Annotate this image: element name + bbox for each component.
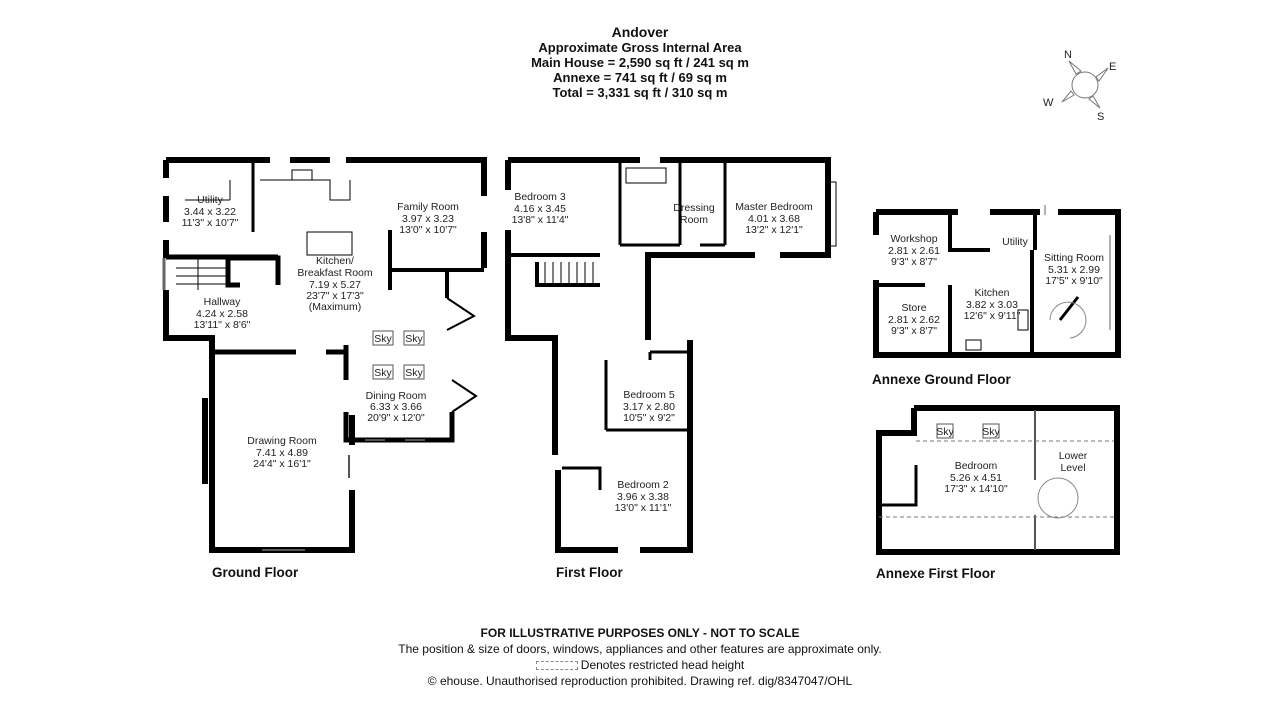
room-family-imperial: 13'0" x 10'7" <box>399 224 457 236</box>
room-workshop-metric: 2.81 x 2.61 <box>888 245 940 257</box>
room-kitchen-metric: 7.19 x 5.27 <box>309 279 361 291</box>
room-store-name: Store <box>901 302 926 314</box>
annexe-ground-labels: Workshop 2.81 x 2.61 9'3" x 8'7" Utility… <box>888 233 1104 337</box>
room-annexe-kitchen-imperial: 12'6" x 9'11" <box>964 310 1021 322</box>
compass-s: S <box>1097 111 1104 123</box>
room-hallway-imperial: 13'11" x 8'6" <box>194 319 251 331</box>
room-sitting-name: Sitting Room <box>1044 252 1104 264</box>
room-dining-imperial: 20'9" x 12'0" <box>367 412 425 424</box>
disclaimer: FOR ILLUSTRATIVE PURPOSES ONLY - NOT TO … <box>480 626 800 640</box>
room-store-metric: 2.81 x 2.62 <box>888 314 940 326</box>
area-subtitle: Approximate Gross Internal Area <box>538 40 742 55</box>
room-bedroom2-metric: 3.96 x 3.38 <box>617 491 669 503</box>
room-annexe-kitchen-metric: 3.82 x 3.03 <box>966 299 1018 311</box>
room-dressing-name2: Room <box>680 214 708 226</box>
room-bedroom2-name: Bedroom 2 <box>617 479 669 491</box>
annexe-first-labels: Bedroom 5.26 x 4.51 17'3" x 14'10" Lower… <box>936 423 1088 495</box>
room-master-name: Master Bedroom <box>735 201 813 213</box>
room-utility-metric: 3.44 x 3.22 <box>184 206 236 218</box>
room-annexe-kitchen-name: Kitchen <box>974 287 1009 299</box>
room-sitting-metric: 5.31 x 2.99 <box>1048 264 1100 276</box>
ground-floor-labels: Utility 3.44 x 3.22 11'3" x 10'7" Family… <box>182 194 460 470</box>
room-workshop-name: Workshop <box>890 233 937 245</box>
room-bedroom5-metric: 3.17 x 2.80 <box>623 401 675 413</box>
room-annexe-bedroom-name: Bedroom <box>955 460 998 472</box>
compass-w: W <box>1043 97 1054 109</box>
property-title: Andover <box>611 24 669 40</box>
room-family-metric: 3.97 x 3.23 <box>402 213 454 225</box>
room-dressing-name1: Dressing <box>673 202 715 214</box>
room-annexe-bedroom-metric: 5.26 x 4.51 <box>950 472 1002 484</box>
room-kitchen-imperial: 23'7" x 17'3" <box>306 290 364 302</box>
room-sitting-imperial: 17'5" x 9'10" <box>1045 275 1103 287</box>
room-store-imperial: 9'3" x 8'7" <box>891 325 937 337</box>
ground-floor-plan <box>162 157 487 553</box>
first-floor-label: First Floor <box>556 565 623 580</box>
room-drawing-metric: 7.41 x 4.89 <box>256 447 308 459</box>
room-workshop-imperial: 9'3" x 8'7" <box>891 256 937 268</box>
room-kitchen-name1: Kitchen/ <box>316 255 354 267</box>
annexe-ground-plan <box>873 205 1121 358</box>
annexe-area: Annexe = 741 sq ft / 69 sq m <box>553 70 727 85</box>
room-dining-name: Dining Room <box>366 390 427 402</box>
room-hallway-name: Hallway <box>204 296 242 308</box>
annexe-skylight-2: Sky <box>982 426 1000 438</box>
room-bedroom3-name: Bedroom 3 <box>514 191 566 203</box>
compass-n: N <box>1064 49 1072 61</box>
ground-floor-label: Ground Floor <box>212 565 299 580</box>
legend-text: Denotes restricted head height <box>580 658 745 672</box>
main-house-area: Main House = 2,590 sq ft / 241 sq m <box>531 55 749 70</box>
room-annexe-bedroom-imperial: 17'3" x 14'10" <box>944 483 1008 495</box>
room-master-metric: 4.01 x 3.68 <box>748 213 800 225</box>
svg-text:Sky: Sky <box>374 367 392 379</box>
annexe-first-floor-label: Annexe First Floor <box>876 566 996 581</box>
annexe-ground-floor-label: Annexe Ground Floor <box>872 372 1011 387</box>
first-floor-labels: Bedroom 3 4.16 x 3.45 13'8" x 11'4" Dres… <box>512 191 813 514</box>
footer: FOR ILLUSTRATIVE PURPOSES ONLY - NOT TO … <box>0 625 1280 689</box>
room-hallway-metric: 4.24 x 2.58 <box>196 308 248 320</box>
room-lower-name2: Level <box>1060 462 1085 474</box>
restricted-height-legend-icon <box>535 661 578 671</box>
compass-icon: N E S W <box>1043 49 1116 123</box>
room-master-imperial: 13'2" x 12'1" <box>745 224 803 236</box>
room-bedroom3-imperial: 13'8" x 11'4" <box>512 214 569 226</box>
room-bedroom3-metric: 4.16 x 3.45 <box>514 203 566 215</box>
approximation-note: The position & size of doors, windows, a… <box>398 642 882 656</box>
first-floor-plan <box>505 157 837 553</box>
room-bedroom2-imperial: 13'0" x 11'1" <box>615 502 672 514</box>
room-kitchen-name2: Breakfast Room <box>297 267 373 279</box>
annexe-skylight-1: Sky <box>936 426 954 438</box>
room-dining-metric: 6.33 x 3.66 <box>370 401 422 413</box>
room-utility-name: Utility <box>197 194 223 206</box>
room-kitchen-note: (Maximum) <box>309 301 362 313</box>
skylights: Sky Sky Sky Sky <box>372 330 425 380</box>
header: Andover Approximate Gross Internal Area … <box>0 24 1280 100</box>
room-bedroom5-imperial: 10'5" x 9'2" <box>623 412 675 424</box>
room-bedroom5-name: Bedroom 5 <box>623 389 675 401</box>
copyright: © ehouse. Unauthorised reproduction proh… <box>427 674 853 688</box>
svg-text:Sky: Sky <box>374 333 392 345</box>
room-annexe-utility-name: Utility <box>1002 236 1028 248</box>
compass-e: E <box>1109 61 1116 73</box>
room-drawing-imperial: 24'4" x 16'1" <box>253 458 311 470</box>
legend: Denotes restricted head height <box>0 657 1280 673</box>
room-lower-name1: Lower <box>1059 450 1088 462</box>
annexe-first-plan <box>876 405 1120 555</box>
svg-text:Sky: Sky <box>405 367 423 379</box>
room-drawing-name: Drawing Room <box>247 435 317 447</box>
total-area: Total = 3,331 sq ft / 310 sq m <box>552 85 728 100</box>
room-utility-imperial: 11'3" x 10'7" <box>182 217 239 229</box>
svg-text:Sky: Sky <box>405 333 423 345</box>
room-family-name: Family Room <box>397 201 459 213</box>
